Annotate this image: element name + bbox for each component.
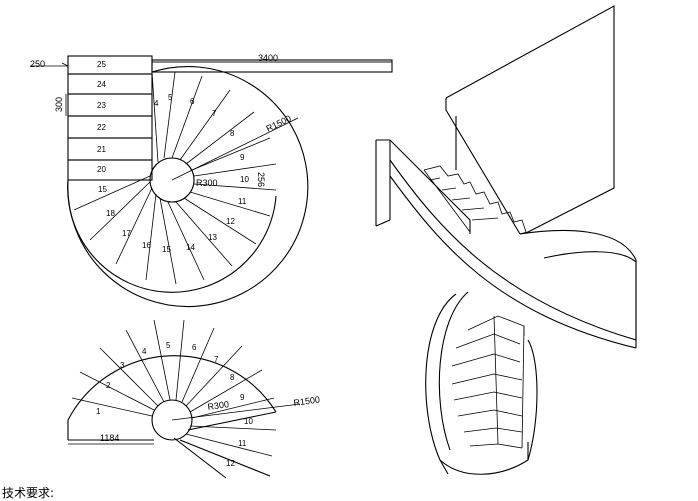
step-label-17: 17 [122, 229, 131, 238]
step-label-b1: 1 [96, 407, 101, 416]
step-label-10: 10 [240, 175, 249, 184]
step-label-4: 4 [154, 99, 159, 108]
step-label-23: 23 [97, 101, 106, 110]
plan-view-bottom: 1 2 3 4 5 6 7 8 9 10 11 12 R1500 R300 11… [67, 319, 321, 479]
step-label-13: 13 [208, 233, 217, 242]
step-label-8: 8 [230, 129, 235, 138]
step-label-6: 6 [190, 97, 195, 106]
step-label-14: 14 [186, 243, 195, 252]
step-label-b5: 5 [166, 341, 171, 350]
radius-outer-label-bottom: R1500 [293, 394, 321, 408]
step-label-7: 7 [212, 109, 217, 118]
step-label-21: 21 [97, 145, 106, 154]
step-label-18: 18 [106, 209, 115, 218]
step-label-b2: 2 [106, 381, 111, 390]
spiral-radial-lines-bottom [71, 319, 277, 457]
step-label-20: 20 [97, 165, 106, 174]
step-label-24: 24 [97, 80, 106, 89]
step-label-15: 15 [98, 185, 107, 194]
step-label-11: 11 [238, 197, 247, 206]
dim-width-label: 3400 [258, 53, 278, 63]
technical-requirements-note: 技术要求: [2, 486, 55, 500]
radius-inner-label-bottom: R300 [207, 399, 230, 412]
step-label-22: 22 [97, 123, 106, 132]
step-label-b7: 7 [214, 355, 219, 364]
dim-small-label: 256 [256, 172, 266, 187]
iso-straight-steps [423, 165, 527, 233]
step-label-25: 25 [97, 60, 106, 69]
step-label-b8: 8 [230, 373, 235, 382]
dim-step-depth-label: 300 [54, 97, 64, 112]
step-label-15b: 15 [162, 245, 171, 254]
plan-view-top: 3400 250 300 25 24 23 22 21 20 [30, 53, 393, 308]
radius-outer-label: R1500 [264, 113, 292, 134]
step-label-16: 16 [142, 241, 151, 250]
isometric-view [375, 5, 637, 475]
step-label-9: 9 [240, 153, 245, 162]
step-label-b11: 11 [238, 439, 247, 448]
step-label-b10: 10 [244, 417, 253, 426]
step-label-b12: 12 [226, 459, 235, 468]
radius-inner-label: R300 [196, 178, 218, 188]
dim-width-label-bottom: 1184 [100, 433, 119, 443]
step-label-b6: 6 [192, 343, 197, 352]
iso-spiral-steps [451, 315, 525, 449]
step-label-b4: 4 [142, 347, 147, 356]
spiral-radial-lines [68, 71, 277, 285]
step-label-5: 5 [168, 93, 173, 102]
step-label-b9: 9 [240, 393, 245, 402]
step-label-12: 12 [226, 217, 235, 226]
step-label-b3: 3 [120, 361, 125, 370]
dim-offset-label: 250 [30, 59, 45, 69]
